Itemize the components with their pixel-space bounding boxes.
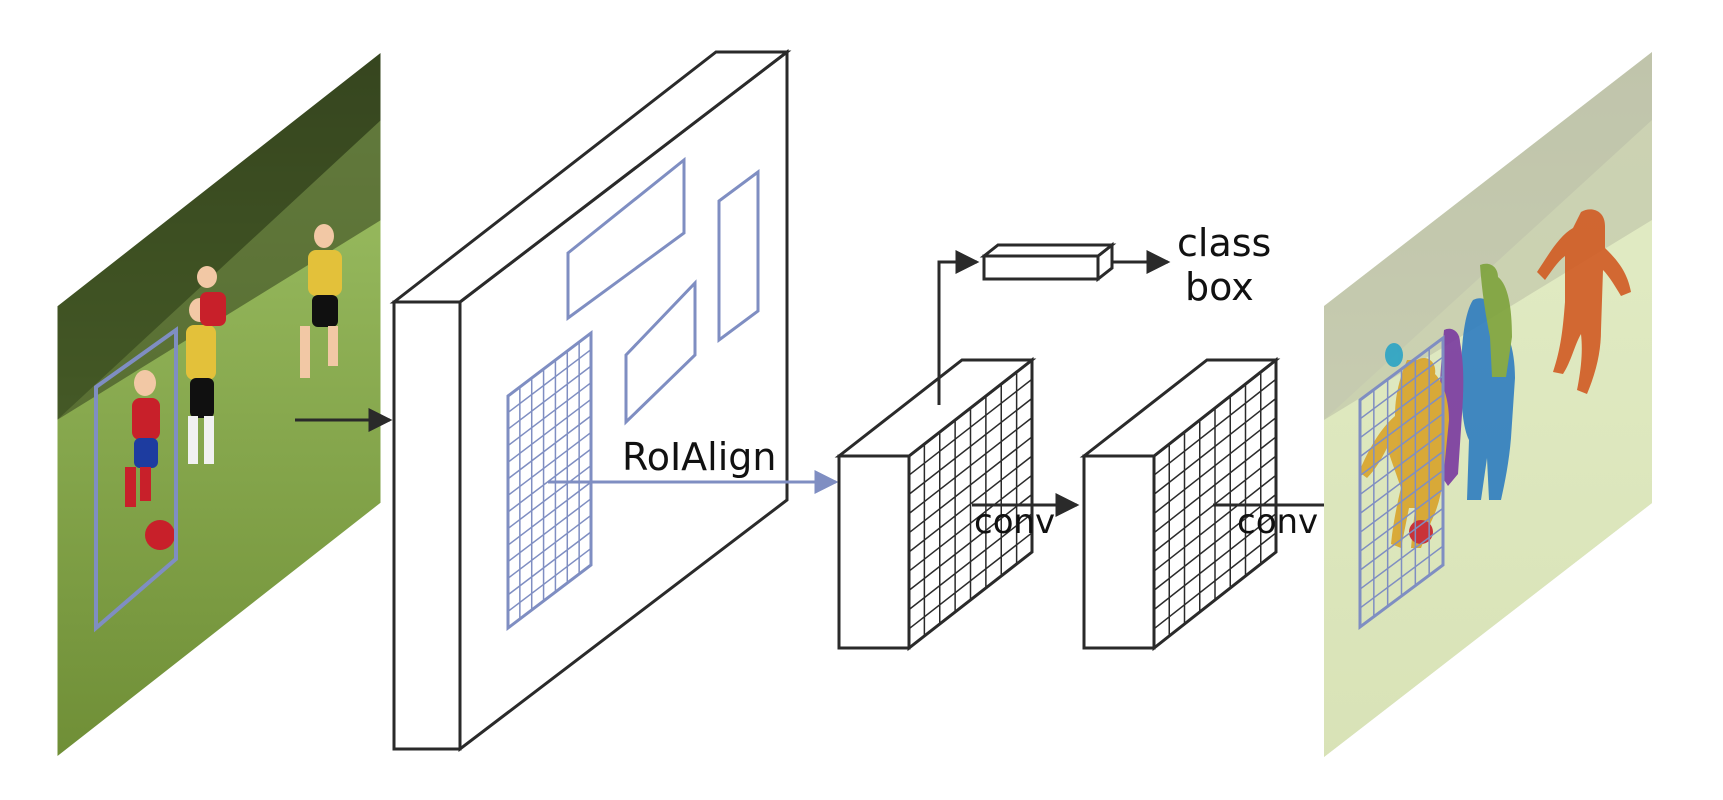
conv-label-1: conv [974,502,1055,542]
output-grid-row-line [1359,394,1444,458]
block1-grid-row-line [908,378,1033,476]
roi-grid-row-line [507,348,592,414]
block1-grid-row-line [908,493,1033,591]
block1-grid-row-line [908,455,1033,553]
output-grid-row-line [1359,488,1444,552]
block1-grid-row-line [908,474,1033,572]
block2-grid-row-line [1153,493,1277,591]
roi-grid-row-line [507,514,592,579]
block2-grid-row-line [1153,436,1277,534]
roi-grid-row-line [507,531,592,596]
output-grid-row-line [1359,413,1444,477]
output-grid-row-line [1359,469,1444,534]
block1-grid-row-line [908,513,1033,611]
block2-grid-row-line [1153,513,1277,611]
roi-grid-row-line [507,365,592,430]
class-box-head-block [979,241,1117,283]
block1-grid-row-line [908,397,1033,495]
branch-to-head-arrow [937,250,980,405]
output-grid-row-line [1359,507,1444,571]
roi-grid-row-line [507,547,592,613]
roi-grid-row-line [507,464,592,530]
block1-grid-row-line [908,436,1033,534]
block2-grid-row-line [1153,474,1277,572]
roi-feature-grid-1 [908,372,1033,636]
conv-label-2: conv [1237,502,1318,542]
segmentation-masks [1359,209,1631,548]
roi-grid-row-line [507,481,592,546]
block2-grid-row-line [1153,417,1277,515]
output-grid-row-line [1359,375,1444,439]
box-label: box [1185,265,1254,309]
input-roi-box [94,326,178,633]
roi-grid-row-line [507,431,592,497]
input-players [125,224,342,550]
output-grid-row-line [1359,545,1444,609]
roi-feature-grid-2 [1153,372,1277,636]
roi-proposals [566,156,760,426]
block2-grid-row-line [1153,532,1277,630]
roi-grid-row-line [507,415,592,480]
roialign-label: RoIAlign [622,435,776,479]
block1-grid-row-line [908,532,1033,630]
block2-grid-row-line [1153,378,1277,476]
roi-grid-row-line [507,498,592,563]
output-grid-row-line [1359,356,1444,420]
block1-grid-row-line [908,417,1033,515]
roi-grid-row-line [507,398,592,463]
output-roi-grid [1358,335,1445,630]
block2-grid-row-line [1153,397,1277,495]
output-image [1324,52,1652,757]
input-image [56,50,382,759]
class-label: class [1177,221,1271,265]
output-grid-row-line [1359,431,1444,496]
output-grid-row-line [1359,526,1444,590]
output-grid-row-line [1359,450,1444,515]
roi-grid-row-line [507,382,592,447]
